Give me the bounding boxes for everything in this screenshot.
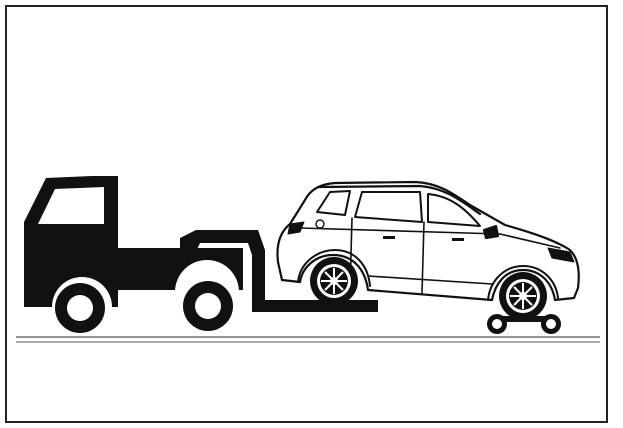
truck-rear-wheel <box>183 281 233 331</box>
ground-line <box>16 337 600 342</box>
truck-front-wheel <box>55 283 105 333</box>
suv-rear-wheel <box>310 257 358 305</box>
suv-front-wheel <box>499 272 547 320</box>
suv-door-handle-front <box>452 238 464 241</box>
suv-door-handle-rear <box>383 236 395 239</box>
wheel-dolly <box>487 314 561 334</box>
